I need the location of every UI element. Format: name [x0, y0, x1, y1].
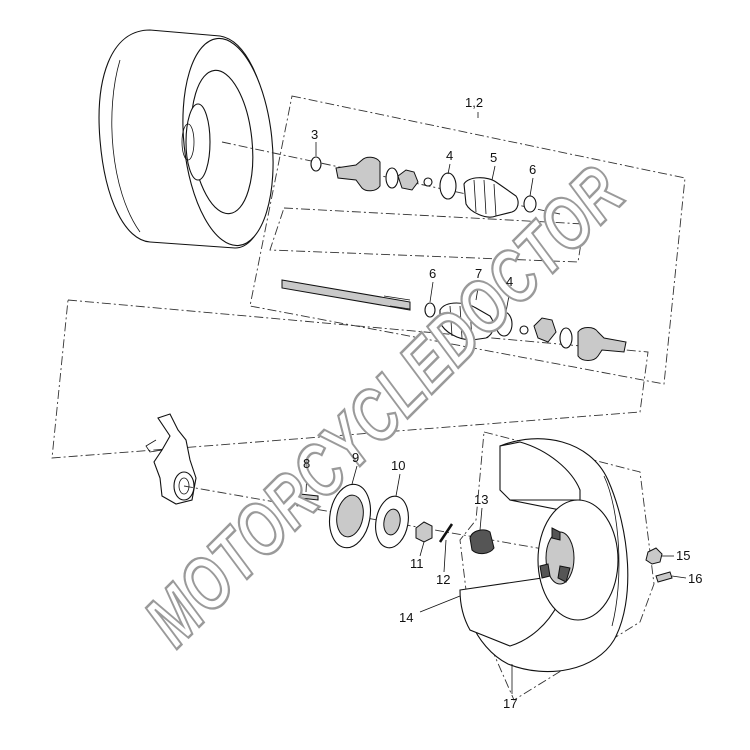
nut-b [533, 317, 557, 343]
inner-cv-joint [577, 327, 627, 361]
nut-11 [415, 521, 433, 543]
nut-15 [645, 547, 663, 565]
callout-5: 5 [490, 150, 497, 165]
ring-b [559, 327, 573, 349]
pin-12 [438, 523, 454, 543]
boot-7 [439, 302, 495, 341]
callout-3: 3 [311, 127, 318, 142]
callout-14: 14 [399, 610, 413, 625]
callout-7: 7 [475, 266, 482, 281]
shaft-assembly-outline [249, 95, 686, 385]
callout-17: 17 [503, 696, 517, 711]
cap-13 [469, 529, 495, 555]
callout-10: 10 [391, 458, 405, 473]
nut-a [397, 169, 419, 191]
clamp-6b [424, 302, 436, 318]
bolt-8 [299, 493, 319, 501]
callout-15: 15 [676, 548, 690, 563]
steering-knuckle [145, 413, 197, 505]
washer-b [519, 325, 529, 335]
long-shaft [281, 279, 411, 311]
callout-8: 8 [303, 456, 310, 471]
callout-16: 16 [688, 571, 702, 586]
callout-11: 11 [410, 556, 424, 571]
upper-shaft-row [310, 156, 537, 218]
knuckle-outline [51, 299, 649, 459]
callout-labels: 1,2 3 4 5 6 6 7 4 8 9 10 11 12 13 14 15 … [303, 95, 702, 711]
lower-wheel [459, 431, 655, 701]
callout-6a: 6 [529, 162, 536, 177]
boot-5 [463, 177, 519, 218]
leader-lines [305, 112, 687, 694]
callout-1-2: 1,2 [465, 95, 483, 110]
upper-tire [98, 29, 274, 249]
circlip-3 [310, 156, 322, 172]
callout-12: 12 [436, 572, 450, 587]
inner-boot-outline [269, 207, 585, 263]
clamp-4b [495, 311, 513, 337]
ring-a [385, 167, 399, 189]
callout-6b: 6 [429, 266, 436, 281]
callout-4a: 4 [446, 148, 453, 163]
outer-cv-joint [335, 156, 381, 192]
clamp-4a [439, 172, 457, 200]
hub-parts [299, 483, 495, 555]
callout-13: 13 [474, 492, 488, 507]
callout-9: 9 [352, 450, 359, 465]
lower-shaft-row [281, 279, 627, 361]
stud-16 [655, 571, 673, 583]
washer-a [423, 177, 433, 187]
callout-4b: 4 [506, 274, 513, 289]
